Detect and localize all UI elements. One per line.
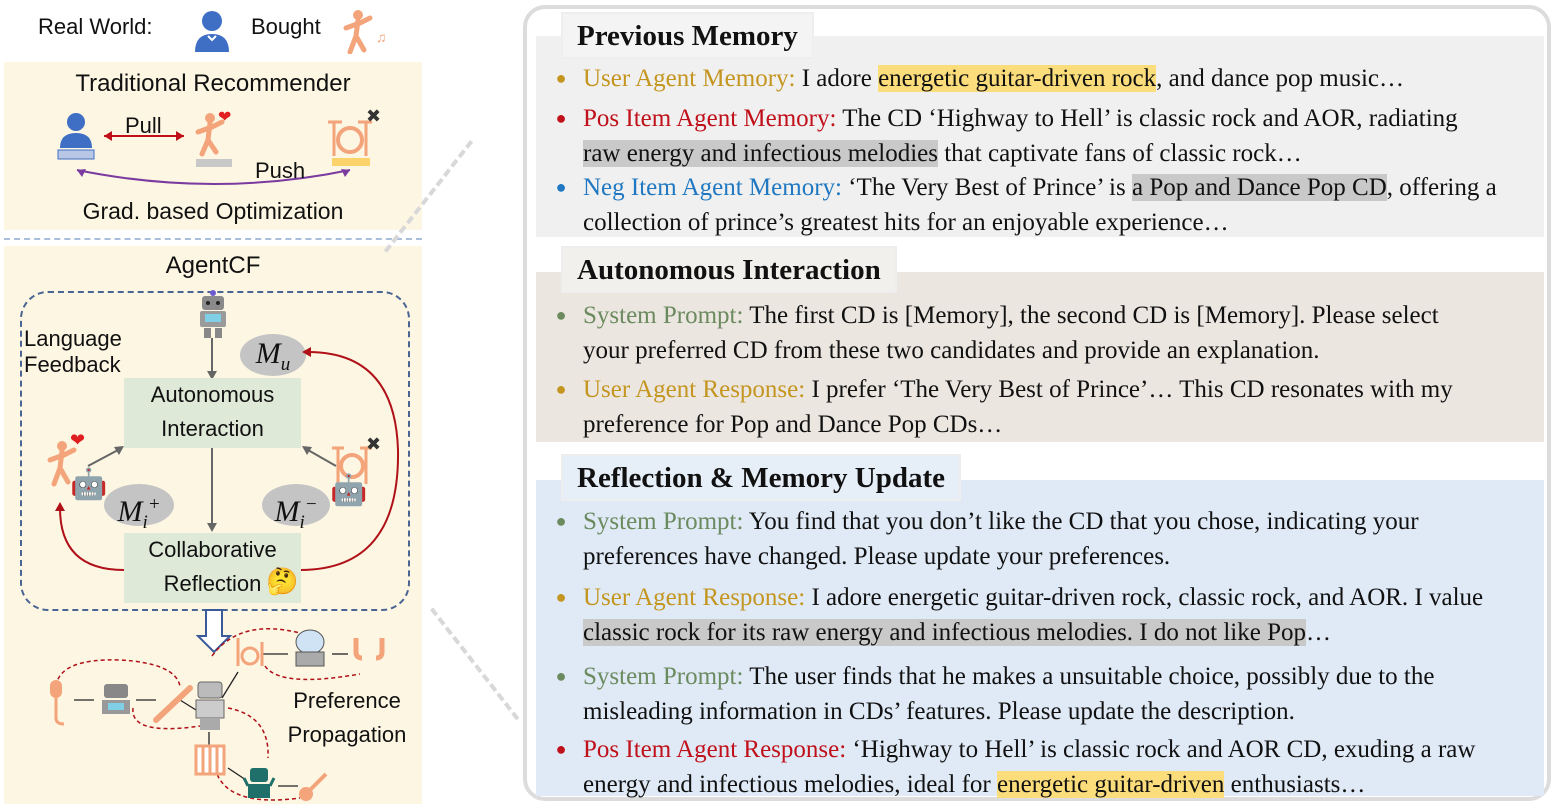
heart-icon: ❤ bbox=[218, 109, 231, 126]
preference-propagation-label: Preference Propagation bbox=[287, 688, 407, 747]
agentcf-title: AgentCF bbox=[165, 252, 261, 279]
drum-kit-icon bbox=[236, 638, 264, 666]
robot-icon bbox=[200, 290, 226, 338]
bullet-icon: ● bbox=[555, 739, 567, 759]
autonomous-interaction-section bbox=[536, 272, 1544, 442]
real-world-legend: Real World: bbox=[38, 14, 153, 40]
previous-memory-title: Previous Memory bbox=[561, 12, 814, 59]
thinking-face-icon: 🤔 bbox=[266, 566, 299, 596]
neg-item-memory-cloud: Mi− bbox=[262, 484, 330, 533]
bullet-icon: ● bbox=[555, 305, 567, 325]
piano-icon bbox=[194, 744, 226, 776]
reflection-memory-update-title: Reflection & Memory Update bbox=[561, 454, 962, 501]
language-feedback-label: Language Feedback bbox=[24, 326, 122, 377]
panel-divider bbox=[4, 238, 422, 240]
user-icon bbox=[57, 113, 95, 160]
collaborative-reflection-box: Collaborative Reflection bbox=[124, 533, 301, 603]
guitar-icon bbox=[299, 772, 328, 801]
dancer-icon bbox=[47, 441, 77, 487]
zoom-connector-bottom bbox=[430, 607, 520, 721]
earphones-icon bbox=[353, 638, 385, 661]
grad-optimization-caption: Grad. based Optimization bbox=[82, 198, 344, 224]
robot-icon: 🤖 bbox=[330, 474, 368, 507]
list-item: ● Neg Item Agent Memory: ‘The Very Best … bbox=[540, 170, 1500, 240]
drum-kit-icon bbox=[332, 446, 372, 484]
list-item: ● System Prompt: The user finds that he … bbox=[540, 659, 1540, 729]
dancer-icon: ♫ bbox=[343, 10, 387, 54]
list-item: ● Pos Item Agent Response: ‘Highway to H… bbox=[540, 732, 1540, 802]
microphone-icon bbox=[50, 680, 65, 726]
drum-kit-icon bbox=[328, 120, 372, 166]
user-icon bbox=[195, 11, 229, 52]
robot-icon bbox=[195, 681, 225, 730]
bullet-icon: ● bbox=[555, 511, 567, 531]
list-item: ● User Agent Response: I adore energetic… bbox=[540, 580, 1530, 650]
traditional-diagram: ❤ ✖ bbox=[57, 108, 381, 185]
cross-icon: ✖ bbox=[366, 108, 381, 126]
robot-icon bbox=[295, 629, 325, 667]
pos-item-memory-cloud: Mi+ bbox=[104, 484, 174, 533]
agentcf-arrows bbox=[55, 338, 400, 571]
bullet-icon: ● bbox=[555, 177, 567, 197]
heart-icon: ❤ bbox=[70, 430, 86, 450]
autonomous-interaction-box: Autonomous Interaction bbox=[124, 378, 301, 448]
list-item: ● User Agent Memory: I adore energetic g… bbox=[540, 61, 1540, 96]
bullet-icon: ● bbox=[555, 108, 567, 128]
list-item: ● User Agent Response: I prefer ‘The Ver… bbox=[540, 372, 1530, 442]
clarinet-icon bbox=[153, 685, 193, 723]
preference-propagation-graph bbox=[50, 609, 385, 801]
bullet-icon: ● bbox=[555, 666, 567, 686]
bullet-icon: ● bbox=[555, 68, 567, 88]
bought-label: Bought bbox=[251, 14, 321, 39]
push-label: Push bbox=[255, 158, 306, 183]
real-world-label: Real World: bbox=[38, 14, 153, 39]
user-memory-cloud: Mu bbox=[240, 334, 306, 376]
autonomous-interaction-title: Autonomous Interaction bbox=[561, 246, 897, 293]
svg-text:♫: ♫ bbox=[376, 29, 387, 45]
bullet-icon: ● bbox=[555, 379, 567, 399]
bullet-icon: ● bbox=[555, 587, 567, 607]
list-item: ● System Prompt: You find that you don’t… bbox=[540, 504, 1530, 574]
detail-frame bbox=[523, 5, 1551, 801]
traditional-title: Traditional Recommender bbox=[75, 70, 351, 97]
robot-icon bbox=[242, 768, 276, 798]
down-arrow-icon bbox=[195, 609, 233, 654]
robot-icon bbox=[102, 684, 130, 714]
dancer-icon bbox=[195, 113, 232, 167]
robot-icon: 🤖 bbox=[70, 468, 108, 501]
cross-icon: ✖ bbox=[366, 434, 382, 454]
list-item: ● Pos Item Agent Memory: The CD ‘Highway… bbox=[540, 101, 1500, 171]
pull-label: Pull bbox=[125, 113, 162, 138]
list-item: ● System Prompt: The first CD is [Memory… bbox=[540, 298, 1480, 368]
